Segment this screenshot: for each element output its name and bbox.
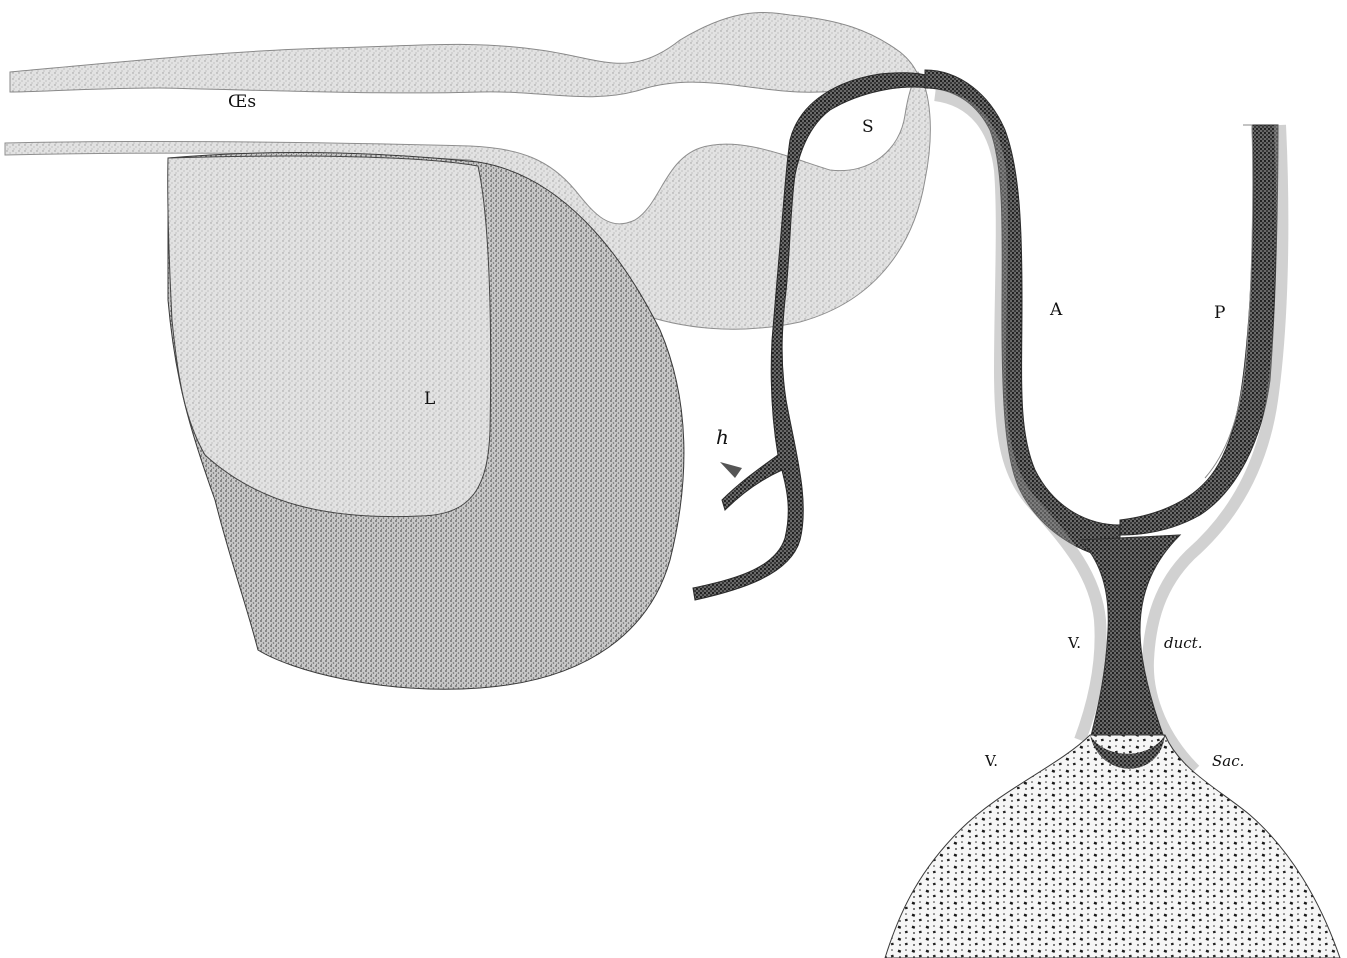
label-duct: duct. xyxy=(1164,634,1202,652)
oesophagus xyxy=(10,13,918,97)
label-liver: L xyxy=(424,389,435,409)
label-stomach: S xyxy=(862,117,874,137)
label-anterior: A xyxy=(1049,300,1063,320)
label-oesophagus: Œs xyxy=(228,92,256,112)
label-h: h xyxy=(716,425,729,449)
label-sac: Sac. xyxy=(1212,752,1244,770)
label-v-upper: V. xyxy=(1067,634,1081,652)
label-v-lower: V. xyxy=(984,752,998,770)
sac xyxy=(885,735,1340,958)
label-posterior: P xyxy=(1214,303,1225,323)
